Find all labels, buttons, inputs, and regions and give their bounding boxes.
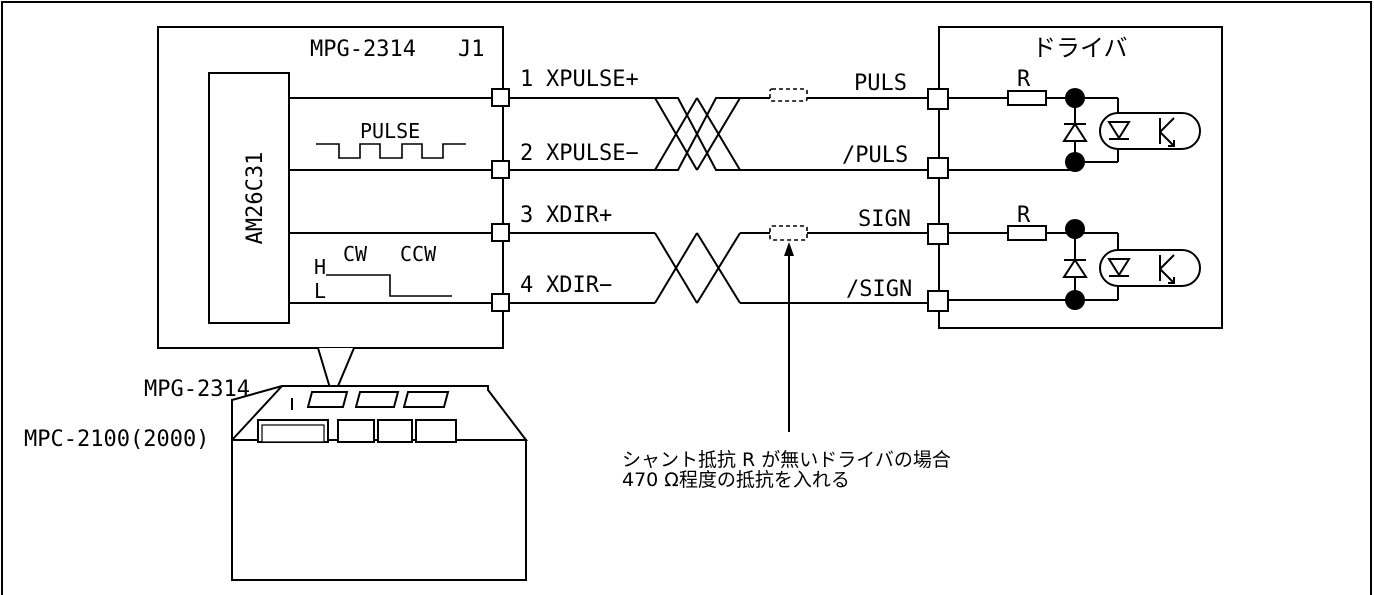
resistor-icon: [1007, 225, 1047, 241]
driver-terminal-2: [927, 157, 949, 179]
note-line-2: 470 Ω程度の抵抗を入れる: [622, 469, 850, 491]
front-panel-slot: [261, 424, 325, 443]
pin-3-number: 3: [520, 203, 533, 228]
cable-twist: [654, 232, 741, 304]
dir-waveform: [326, 274, 452, 297]
slot-module: [354, 391, 400, 408]
cable-pair-dir: [509, 225, 930, 304]
cable-twist: [655, 97, 740, 171]
dir-cw-label: CW: [343, 242, 368, 266]
phototransistor-icon: [1159, 254, 1175, 284]
note-line-1: シャント抵抗 R が無いドライバの場合: [622, 449, 951, 471]
resistor-label: R: [1017, 203, 1031, 228]
ic-am26c31: [208, 72, 290, 324]
j1-pin-4: [491, 293, 510, 312]
mpg-board: MPG-2314 J1 AM26C31 PULSE H L CW CCW: [157, 26, 504, 349]
front-panel-slot: [377, 419, 413, 443]
junction-dot: [1065, 219, 1085, 239]
pin-3-name: XDIR+: [546, 203, 612, 228]
dir-ccw-label: CCW: [400, 242, 437, 266]
pin-1-name: XPULSE+: [546, 67, 639, 92]
optocoupler-sign: R: [948, 203, 1201, 310]
controller-unit: MPG-2314 MPC-2100(2000): [24, 377, 529, 581]
controller-front: [231, 439, 527, 581]
driver-pin-puls: PULS: [854, 71, 907, 96]
pulse-waveform: [316, 143, 466, 159]
j1-pins: [491, 88, 510, 312]
pulse-label: PULSE: [360, 119, 420, 143]
front-panel-slot: [337, 419, 375, 443]
front-panel-slot: [415, 419, 457, 443]
driver-terminal-1: [927, 88, 949, 110]
connector-label: J1: [458, 37, 485, 62]
j1-pin-2: [491, 160, 510, 179]
driver-pin-nsign: /SIGN: [846, 277, 912, 302]
pin-2-name: XPULSE−: [546, 141, 639, 166]
shunt-resistor-dashed: [769, 225, 808, 241]
cable-twist: [654, 97, 741, 171]
pin-4-number: 4: [520, 273, 533, 298]
led-icon: [1107, 258, 1131, 277]
slot-module: [402, 391, 450, 408]
unit-label: MPC-2100(2000): [24, 427, 209, 452]
driver-title: ドライバ: [1032, 34, 1128, 62]
slot-module: [306, 391, 349, 408]
resistor-icon: [1007, 90, 1047, 106]
driver-terminal-4: [927, 290, 949, 312]
j1-pin-1: [491, 88, 510, 107]
shunt-resistor-dashed: [769, 88, 808, 102]
optocoupler-pulse: R: [948, 67, 1201, 172]
driver-pin-sign: SIGN: [858, 207, 911, 232]
diode-icon: [1062, 122, 1088, 142]
pin-4-name: XDIR−: [546, 273, 612, 298]
dir-high-label: H: [314, 255, 326, 279]
controller-edge: [231, 385, 283, 441]
cable-pair-pulse: [509, 88, 930, 171]
ic-label: AM26C31: [243, 152, 268, 245]
phototransistor-icon: [1159, 117, 1175, 147]
pin-2-number: 2: [520, 141, 533, 166]
module-label: MPG-2314: [144, 377, 250, 402]
dir-low-label: L: [314, 279, 326, 303]
note-arrow-head: [784, 242, 794, 256]
mpg-board-title: MPG-2314: [310, 37, 416, 62]
driver-terminal-3: [927, 223, 949, 245]
driver-pin-npuls: /PULS: [842, 143, 908, 168]
j1-pin-3: [491, 223, 510, 242]
led-icon: [1107, 121, 1131, 140]
diode-icon: [1062, 258, 1088, 278]
resistor-label: R: [1017, 67, 1031, 92]
pin-1-number: 1: [520, 67, 533, 92]
